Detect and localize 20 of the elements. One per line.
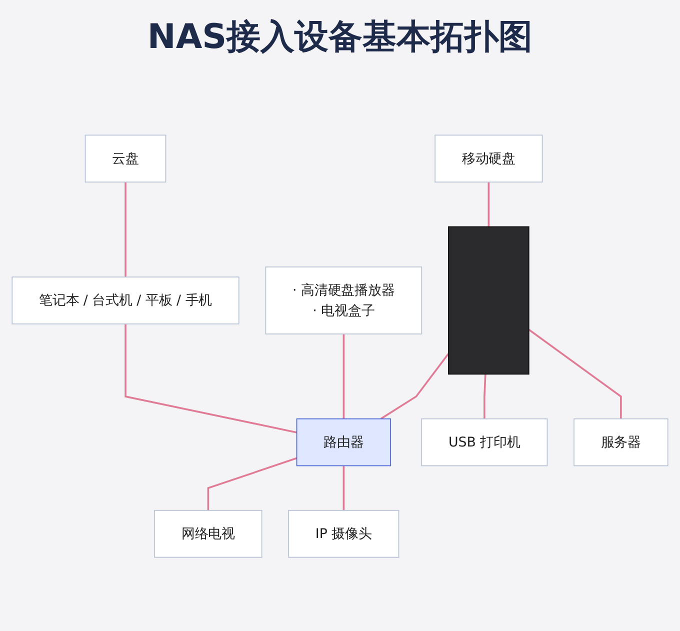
connector	[207, 457, 298, 510]
node-box: 网络电视	[154, 510, 262, 558]
connector	[342, 466, 345, 510]
connector	[484, 374, 486, 419]
node-box	[448, 226, 530, 374]
node-box: USB 打印机	[421, 418, 548, 466]
diagram-title: NAS接入设备基本拓扑图	[146, 16, 534, 59]
connector	[488, 182, 490, 226]
connector	[124, 182, 126, 277]
node-box: · 高清硬盘播放器 · 电视盒子	[265, 266, 422, 334]
connector	[528, 328, 622, 419]
node-box: 路由器	[296, 418, 392, 466]
node-box: 移动硬盘	[434, 134, 543, 182]
node-box: 笔记本 / 台式机 / 平板 / 手机	[12, 276, 240, 324]
node-box: IP 摄像头	[288, 510, 400, 558]
connector	[380, 352, 450, 420]
connector	[124, 324, 297, 434]
node-box: 云盘	[84, 134, 166, 182]
connector	[342, 334, 345, 419]
node-box: 服务器	[574, 418, 668, 466]
